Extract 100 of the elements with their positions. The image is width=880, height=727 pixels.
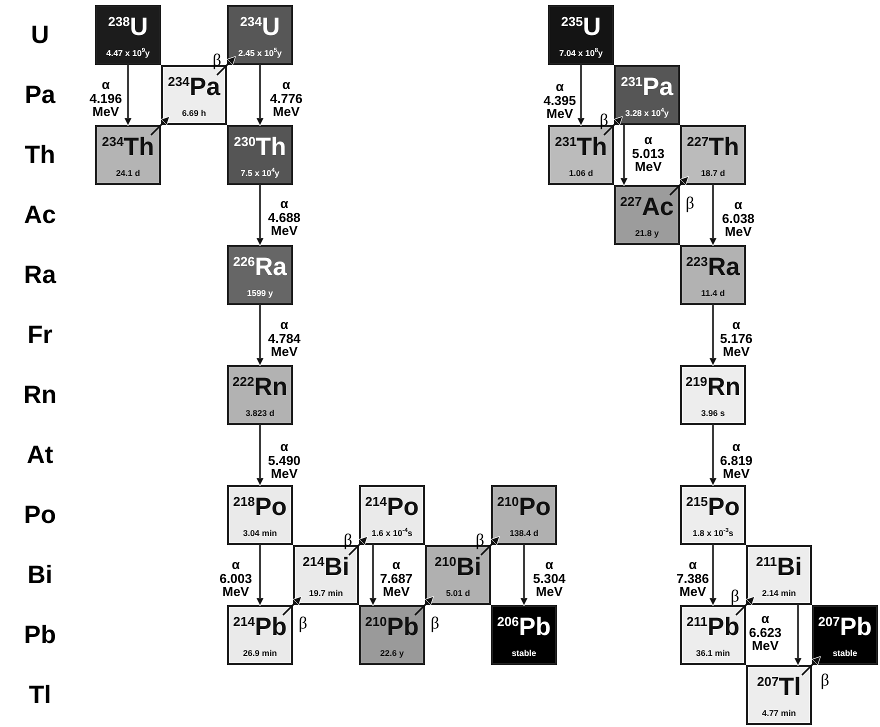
half-life: 2.14 min <box>760 588 798 598</box>
edge-label: β <box>212 52 222 68</box>
edge-label: β <box>820 672 830 688</box>
half-life: 5.01 d <box>444 588 472 598</box>
edge-label: α 5.304 MeV <box>533 558 566 598</box>
nuclide-box <box>95 125 161 185</box>
nuclide-symbol: $^{234}$Th <box>100 133 156 163</box>
edge-label: β <box>298 614 308 632</box>
decay-arrow <box>256 305 264 366</box>
nuclide-symbol: $^{218}$Po <box>232 493 288 523</box>
nuclide-box <box>491 605 557 665</box>
half-life: stable <box>510 648 538 658</box>
nuclide-box <box>746 665 812 725</box>
edge-label: α 6.038 MeV <box>722 198 755 238</box>
half-life: 21.8 y <box>634 228 660 238</box>
half-life: 7.04 x 10$^{8}$y <box>558 48 604 58</box>
element-label: Rn <box>23 381 57 409</box>
half-life: 36.1 min <box>694 648 732 658</box>
element-label: Pa <box>24 81 56 109</box>
half-life: 138.4 d <box>508 528 540 538</box>
nuclide-box <box>227 485 293 545</box>
half-life: 7.5 x 10$^{4}$y <box>240 168 280 178</box>
element-label: U <box>30 21 50 49</box>
edge-label: α 4.784 MeV <box>268 318 301 358</box>
half-life: 4.47 x 10$^{9}$y <box>105 48 151 58</box>
nuclide-box <box>227 5 293 65</box>
half-life: stable <box>832 648 858 658</box>
half-life: 1.8 x 10$^{-3}$s <box>692 528 734 538</box>
decay-arrow <box>368 545 378 606</box>
nuclide-box <box>548 5 614 65</box>
element-label: Pb <box>24 621 56 649</box>
nuclide-box <box>680 365 746 425</box>
nuclide-box <box>680 245 746 305</box>
half-life: 6.69 h <box>180 108 208 118</box>
edge-label: β <box>730 588 740 604</box>
nuclide-symbol: $^{215}$Po <box>685 493 741 523</box>
decay-arrow <box>216 56 236 76</box>
half-life: 19.7 min <box>308 588 344 598</box>
nuclide-symbol: $^{214}$Bi <box>302 553 350 583</box>
decay-arrow <box>348 536 368 556</box>
decay-arrow <box>620 125 628 186</box>
nuclide-symbol: $^{235}$U <box>560 13 602 43</box>
decay-arrow <box>576 65 586 126</box>
edge-label: α 6.819 MeV <box>720 440 753 480</box>
edge-label: α 5.013 MeV <box>632 133 665 174</box>
edge-label: α 4.395 MeV <box>543 80 576 120</box>
decay-arrow <box>282 596 302 616</box>
nuclide-symbol: $^{231}$Pa <box>620 73 674 103</box>
nuclide-box <box>227 365 293 425</box>
decay-arrow <box>708 425 718 486</box>
element-label: Tl <box>28 681 52 709</box>
half-life: 24.1 d <box>114 168 142 178</box>
half-life: 18.7 d <box>700 168 726 178</box>
edge-label: α 4.196 MeV <box>89 78 122 118</box>
half-life: 1599 y <box>246 288 274 298</box>
element-label: Po <box>24 501 56 529</box>
element-label: Fr <box>28 321 52 349</box>
edge-label: β <box>430 614 440 632</box>
element-label: Ra <box>24 261 56 289</box>
nuclide-symbol: $^{234}$U <box>239 13 281 43</box>
nuclide-box <box>614 185 680 245</box>
nuclide-symbol: $^{219}$Rn <box>684 373 742 403</box>
nuclide-symbol: $^{226}$Ra <box>232 253 288 283</box>
edge-label: β <box>600 112 608 128</box>
decay-arrow <box>124 65 132 126</box>
half-life: 11.4 d <box>700 288 726 298</box>
decay-arrow <box>708 185 718 246</box>
nuclide-symbol: $^{211}$Pb <box>686 613 740 643</box>
half-life: 1.06 d <box>568 168 594 178</box>
edge-label: α 5.490 MeV <box>268 440 301 480</box>
edge-label: α 6.003 MeV <box>219 558 252 598</box>
decay-arrow <box>603 116 623 136</box>
decay-arrow <box>794 605 802 666</box>
nuclide-box <box>491 485 557 545</box>
decay-arrow <box>520 545 528 606</box>
half-life: 3.28 x 10$^{4}$y <box>624 108 670 118</box>
decay-arrow <box>480 536 500 556</box>
decay-arrow <box>414 596 434 616</box>
nuclide-symbol: $^{211}$Bi <box>755 553 803 583</box>
nuclide-symbol: $^{227}$Ac <box>619 193 675 223</box>
nuclide-box <box>227 605 293 665</box>
half-life: 3.823 d <box>244 408 276 418</box>
decay-arrow <box>256 545 264 606</box>
nuclide-symbol: $^{222}$Rn <box>231 373 289 403</box>
element-label: Bi <box>28 561 52 589</box>
edge-label: β <box>344 532 352 548</box>
edge-label: α 7.687 MeV <box>380 558 413 598</box>
decay-arrow <box>708 545 718 606</box>
decay-arrow <box>256 185 264 246</box>
half-life: 4.77 min <box>760 708 798 718</box>
element-label: Th <box>24 141 56 169</box>
nuclide-symbol: $^{230}$Th <box>232 133 288 163</box>
element-label: At <box>26 441 54 469</box>
nuclide-box <box>227 245 293 305</box>
nuclide-box <box>812 605 878 665</box>
half-life: 22.6 y <box>379 648 405 658</box>
nuclide-box <box>359 485 425 545</box>
nuclide-box <box>680 605 746 665</box>
nuclide-box <box>680 125 746 185</box>
nuclide-symbol: $^{214}$Po <box>364 493 420 523</box>
